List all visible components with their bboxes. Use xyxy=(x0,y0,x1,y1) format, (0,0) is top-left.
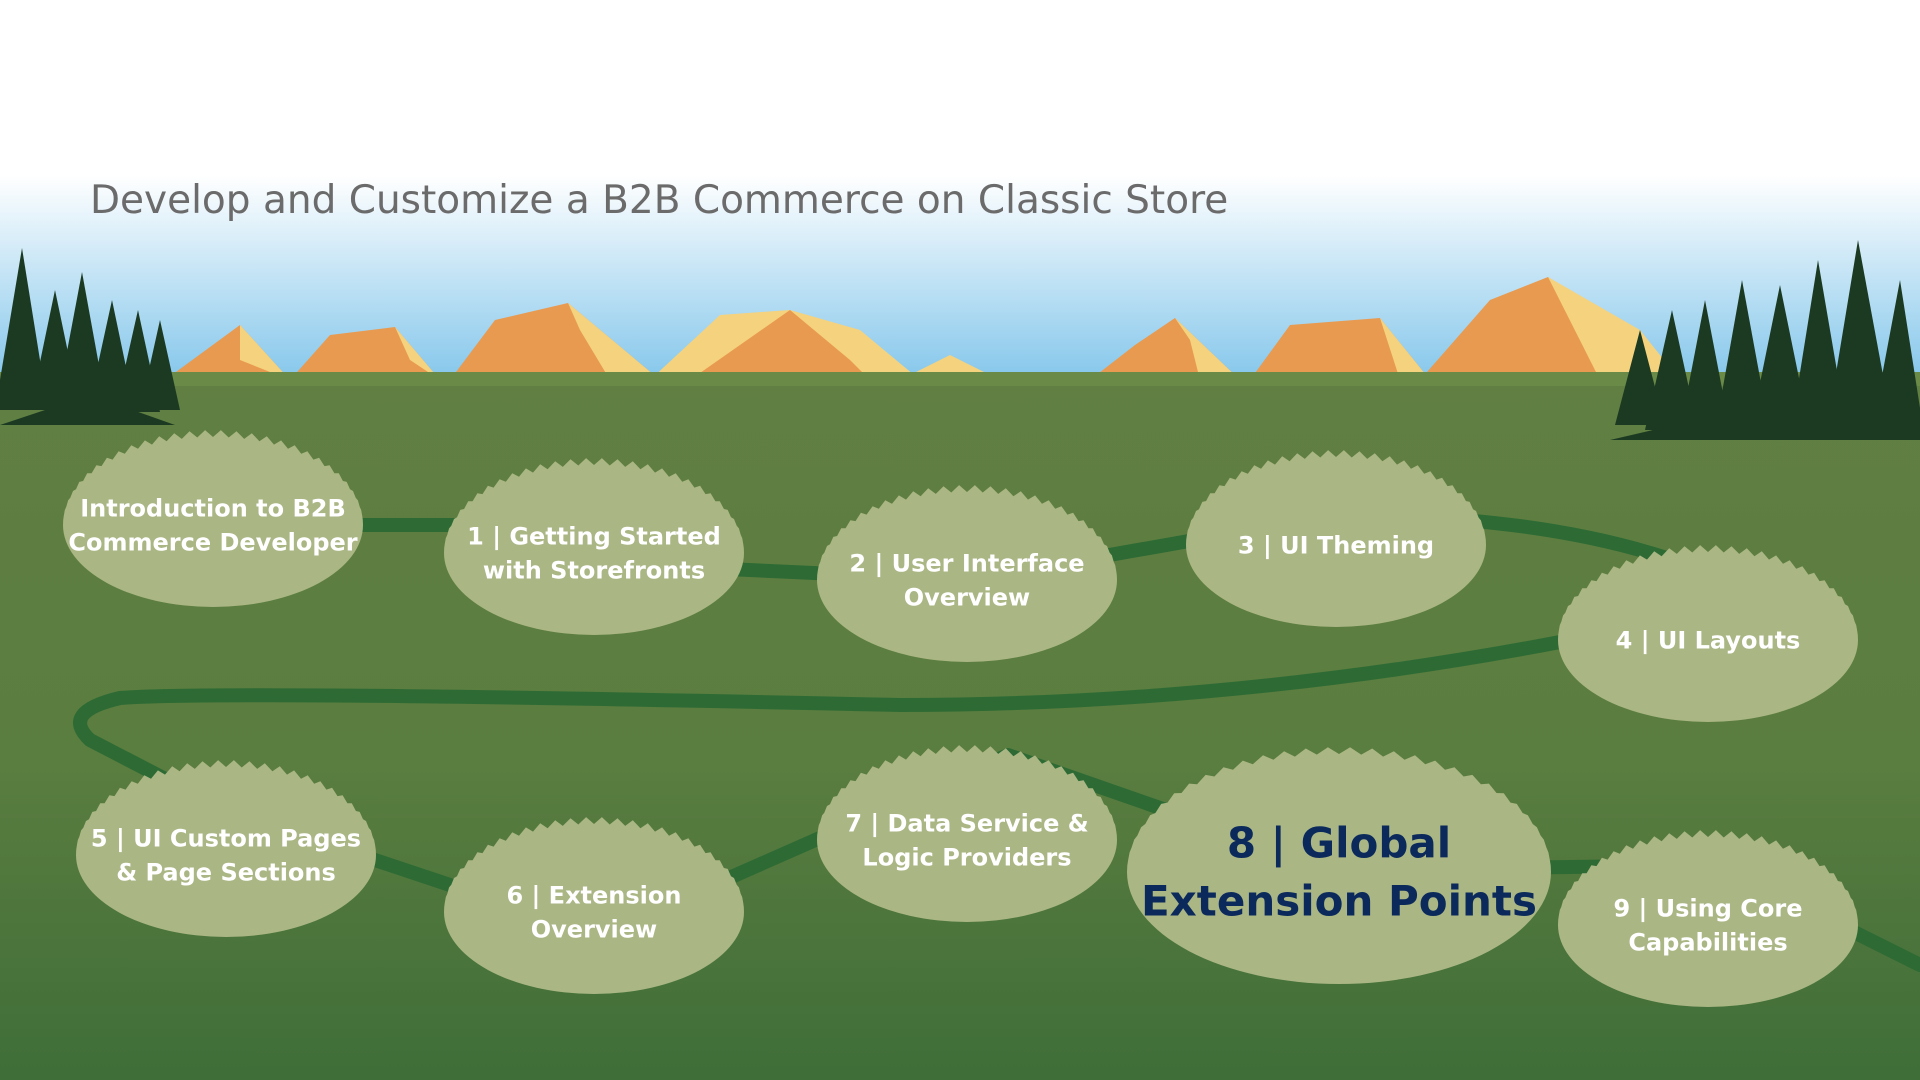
node-grass-patch xyxy=(444,817,744,994)
trail-nodes: Introduction to B2B Commerce Developer 1 |… xyxy=(63,430,1858,1007)
node-label-line: 5 | UI Custom Pages xyxy=(91,824,361,852)
trail-node-m5[interactable]: 5 | UI Custom Pages & Page Sections xyxy=(76,760,376,937)
right-tree-cluster xyxy=(1610,240,1920,440)
node-label-line: & Page Sections xyxy=(116,858,336,886)
node-label-line: 8 | Global xyxy=(1227,819,1451,868)
node-grass-patch xyxy=(817,745,1117,922)
node-label-line: Commerce Developer xyxy=(68,528,357,556)
trail-node-intro[interactable]: Introduction to B2B Commerce Developer xyxy=(63,430,363,607)
node-label-line: Logic Providers xyxy=(862,843,1071,871)
node-label-line: Capabilities xyxy=(1628,928,1787,956)
node-label-line: with Storefronts xyxy=(483,556,705,584)
node-grass-patch xyxy=(1186,450,1486,627)
node-label-line: 3 | UI Theming xyxy=(1238,531,1434,559)
mountain-range xyxy=(165,277,1680,380)
node-label-line: Overview xyxy=(904,583,1030,611)
trail-node-m4[interactable]: 4 | UI Layouts xyxy=(1558,545,1858,722)
node-grass-patch xyxy=(817,485,1117,662)
node-label-line: 4 | UI Layouts xyxy=(1616,626,1801,654)
node-label-line: Extension Points xyxy=(1141,877,1537,926)
node-grass-patch xyxy=(63,430,363,607)
node-label-line: 2 | User Interface xyxy=(849,549,1084,577)
node-label-line: Introduction to B2B xyxy=(80,494,346,522)
node-label-line: 1 | Getting Started xyxy=(467,522,721,550)
node-label-line: 9 | Using Core xyxy=(1613,894,1802,922)
node-label-line: 7 | Data Service & xyxy=(845,809,1088,837)
node-grass-patch xyxy=(1558,545,1858,722)
trail-node-m1[interactable]: 1 | Getting Started with Storefronts xyxy=(444,458,744,635)
trail-node-m7[interactable]: 7 | Data Service & Logic Providers xyxy=(817,745,1117,922)
node-grass-patch xyxy=(1558,830,1858,1007)
trail-node-m3[interactable]: 3 | UI Theming xyxy=(1186,450,1486,627)
node-grass-patch xyxy=(444,458,744,635)
page-title: Develop and Customize a B2B Commerce on … xyxy=(90,178,1228,223)
node-grass-patch xyxy=(76,760,376,937)
node-grass-patch xyxy=(1127,747,1551,984)
left-tree-cluster xyxy=(0,248,180,425)
node-label-line: 6 | Extension xyxy=(507,881,682,909)
node-label-line: Overview xyxy=(531,915,657,943)
